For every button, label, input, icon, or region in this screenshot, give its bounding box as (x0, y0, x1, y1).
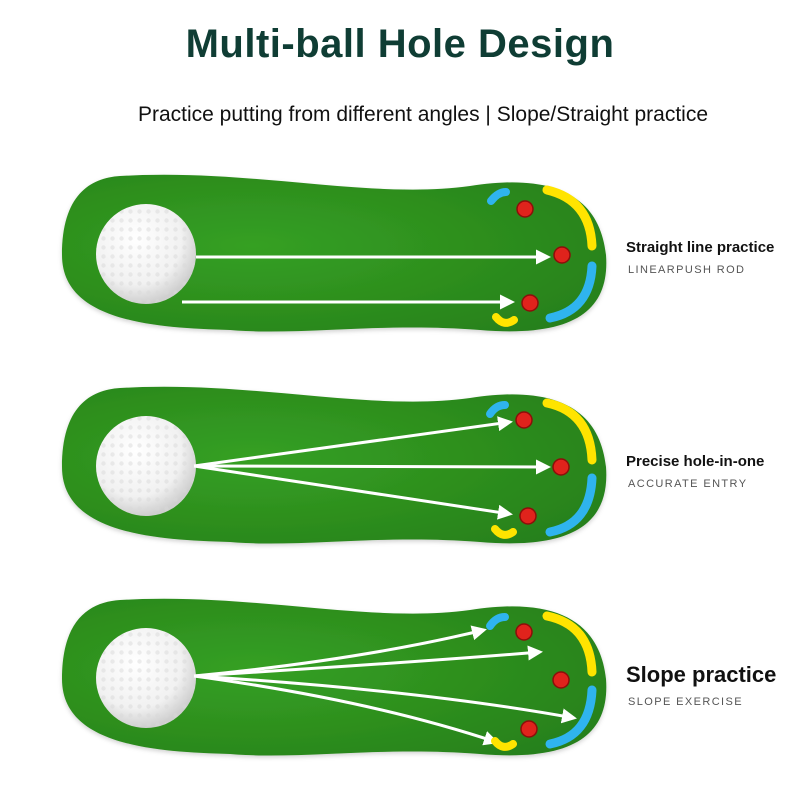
putting-mat-2 (62, 386, 607, 544)
golf-ball-icon (96, 628, 196, 728)
blue-arc-marker (545, 473, 597, 537)
mat-surface (62, 174, 607, 332)
angle-arrow (193, 459, 551, 475)
yellow-arc-marker (542, 398, 597, 465)
hole-icon (552, 671, 570, 689)
panel-label-main: Straight line practice (626, 239, 775, 256)
panel-label-3: Slope practice SLOPE EXERCISE (626, 662, 776, 708)
hole-icon (516, 200, 534, 218)
hole-icon (521, 294, 539, 312)
blue-arc-marker (545, 261, 597, 323)
yellow-small-marker (491, 525, 517, 539)
hole-icon (519, 507, 537, 525)
blue-small-marker (487, 188, 510, 205)
yellow-arc-marker (542, 185, 597, 251)
yellow-small-marker (491, 737, 517, 751)
golf-ball-icon (96, 204, 196, 304)
mat-surface (62, 598, 607, 756)
blue-arc-marker (545, 685, 597, 749)
hole-icon (515, 623, 533, 641)
hole-icon (552, 458, 570, 476)
panel-label-main: Slope practice (626, 662, 777, 687)
hole-icon (520, 720, 538, 738)
panel-label-1: Straight line practice LINEARPUSH ROD (626, 239, 774, 276)
curved-arrow (193, 625, 487, 678)
putting-mat-1 (62, 174, 607, 332)
panel-label-2: Precise hole-in-one ACCURATE ENTRY (626, 453, 764, 490)
yellow-small-marker (492, 313, 518, 327)
panel-label-sub: LINEARPUSH ROD (628, 264, 746, 276)
page-subtitle: Practice putting from different angles |… (137, 103, 709, 126)
putting-mat-3 (62, 598, 607, 756)
curved-arrow (193, 674, 499, 746)
page-title: Multi-ball Hole Design (185, 22, 615, 66)
angle-arrow (193, 416, 513, 468)
angle-arrow (193, 464, 513, 520)
panel-label-sub: SLOPE EXERCISE (628, 696, 743, 708)
golf-ball-icon (96, 416, 196, 516)
hole-icon (515, 411, 533, 429)
blue-small-marker (486, 401, 509, 418)
curved-arrow (193, 674, 577, 724)
yellow-arc-marker (542, 611, 597, 677)
blue-small-marker (486, 613, 509, 630)
curved-arrow (193, 645, 543, 678)
panel-label-sub: ACCURATE ENTRY (628, 478, 748, 490)
panel-label-main: Precise hole-in-one (626, 453, 765, 470)
hole-icon (553, 246, 571, 264)
